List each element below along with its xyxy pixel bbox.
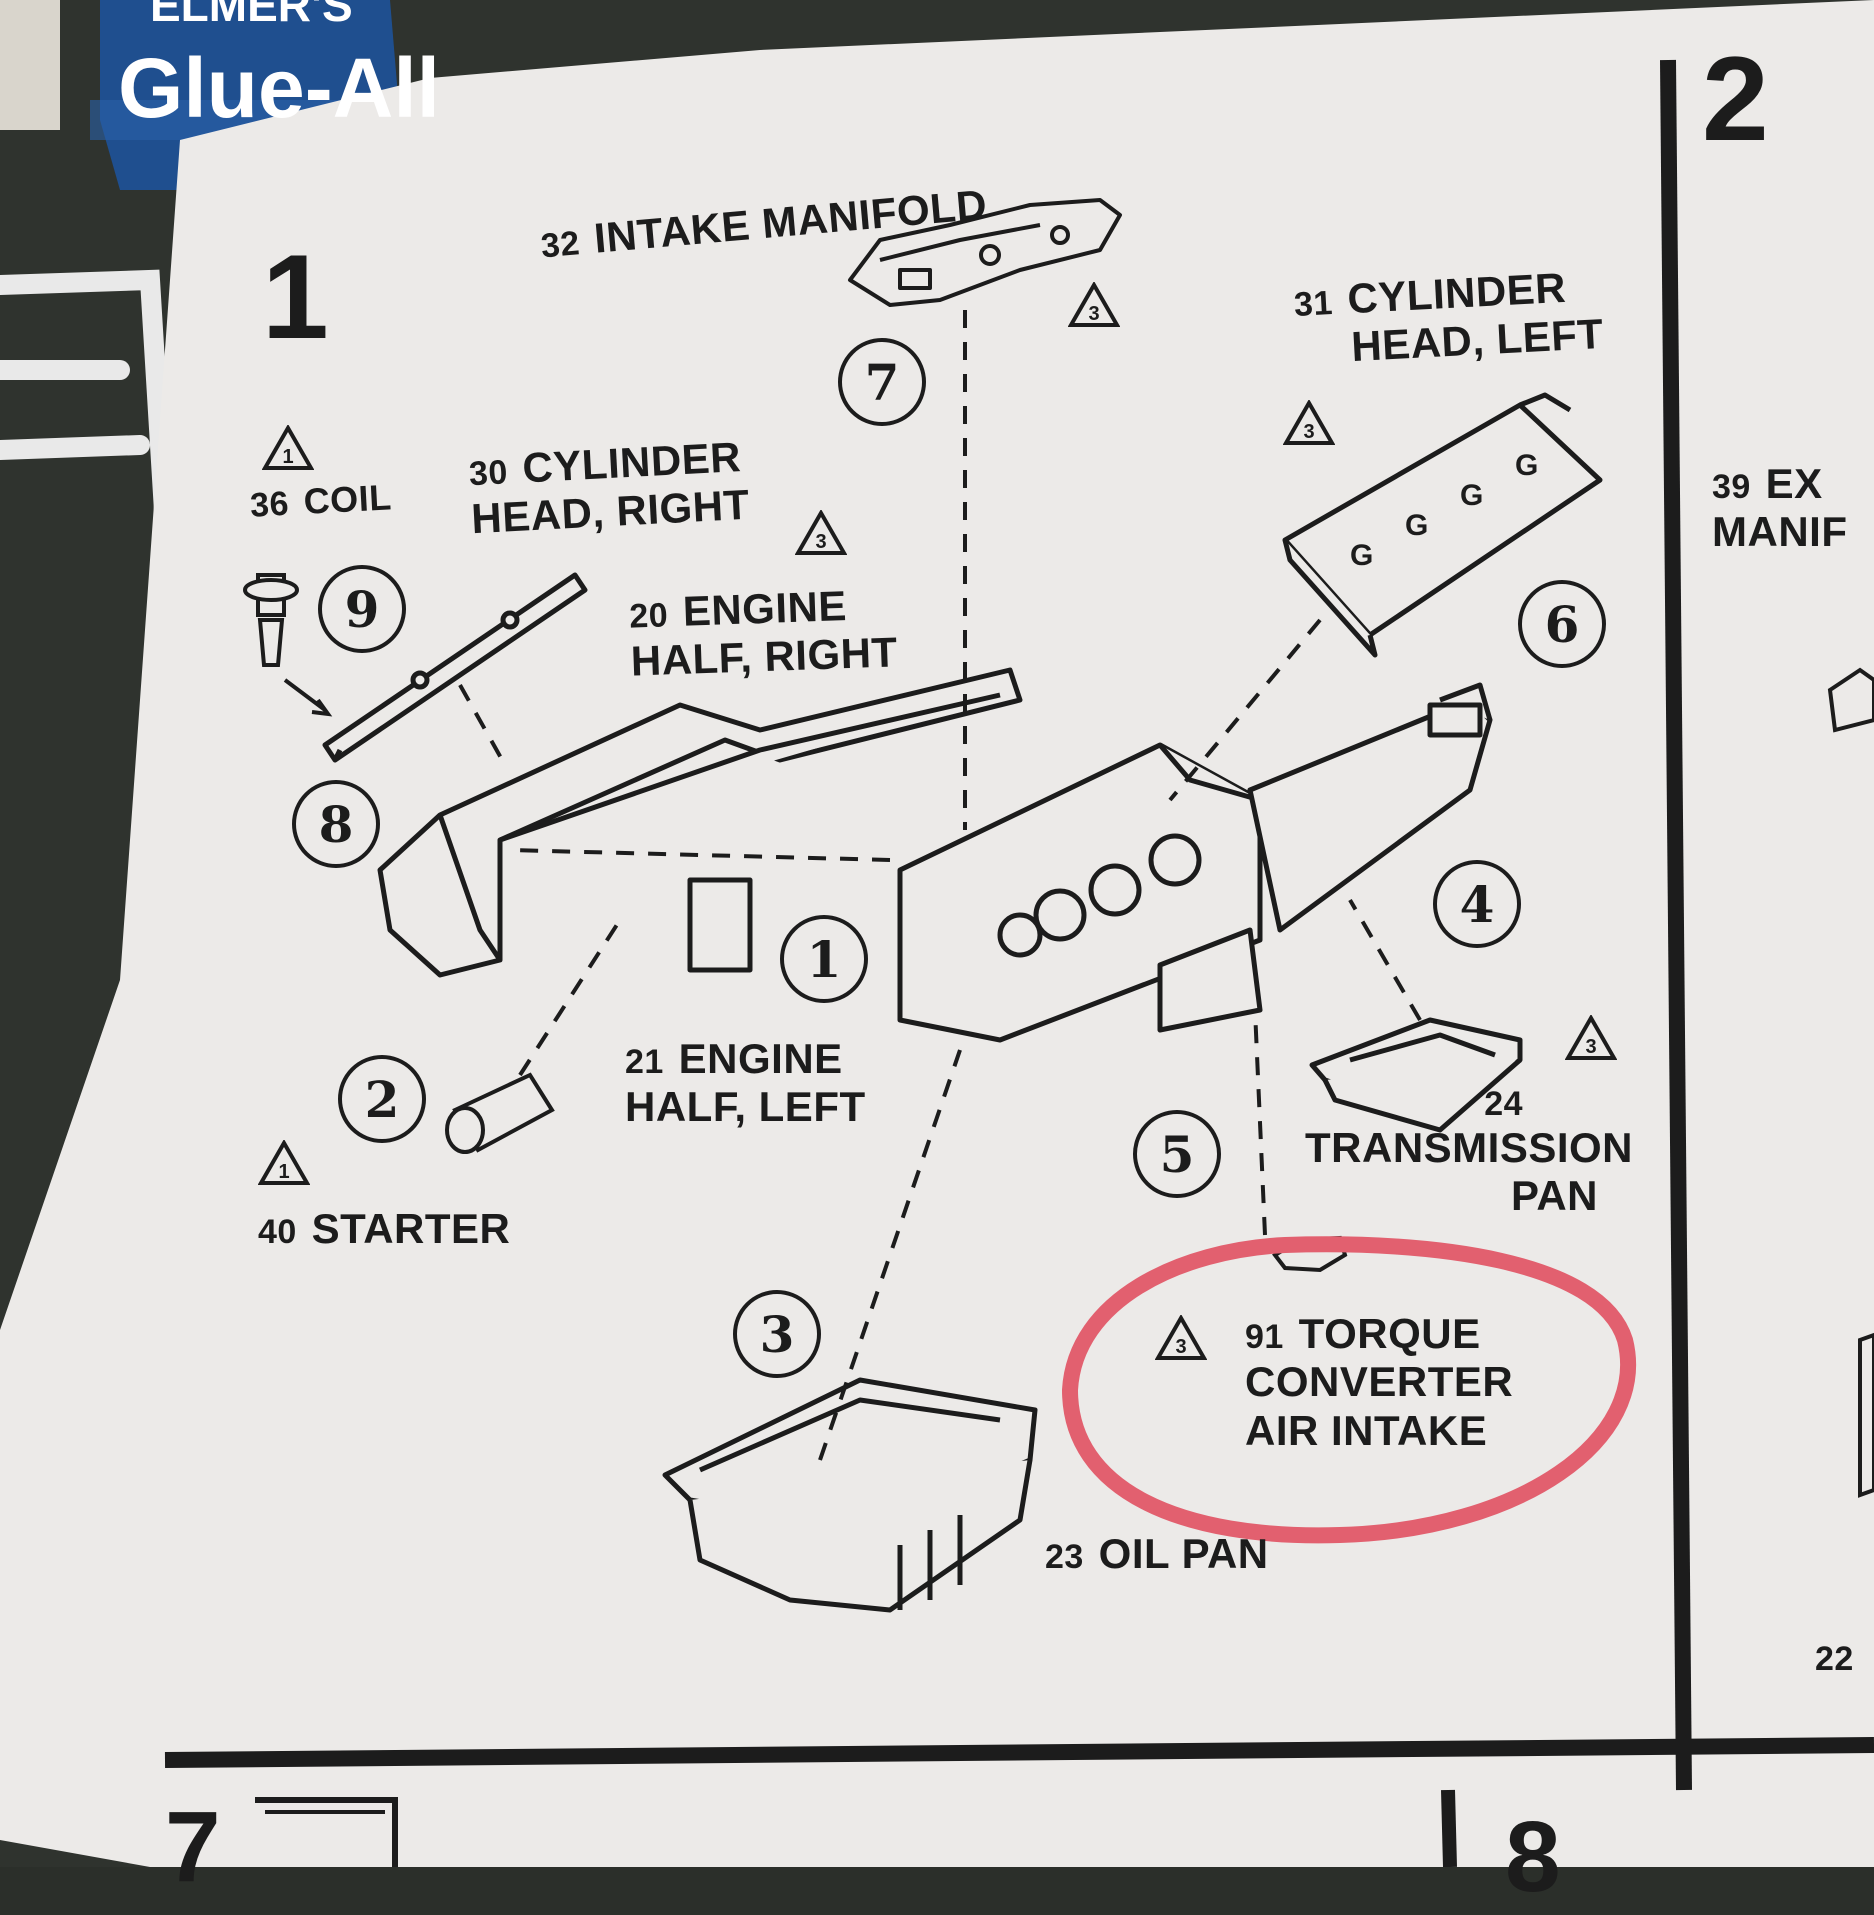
caution-level: 1 xyxy=(278,1161,290,1183)
starter-drawing xyxy=(445,1072,555,1154)
part-number: 20 xyxy=(628,596,669,636)
caution-triangle-cylinder-right: 3 xyxy=(794,508,848,556)
assembly-step-2: 2 xyxy=(338,1055,426,1143)
assembly-step-3: 3 xyxy=(733,1290,821,1378)
part-name-line2: PAN xyxy=(1510,1172,1599,1220)
step-number-1: 1 xyxy=(262,230,330,364)
part-number: 40 xyxy=(258,1213,297,1251)
label-engine-half-left: 21 ENGINE HALF, LEFT xyxy=(625,1035,866,1132)
caution-level: 3 xyxy=(1585,1036,1597,1058)
label-cylinder-head-right: 30 CYLINDER HEAD, RIGHT xyxy=(468,433,751,544)
assembly-step-5: 5 xyxy=(1133,1110,1221,1198)
part-name-line1: ENGINE xyxy=(678,1035,843,1082)
part-number: 21 xyxy=(625,1043,664,1081)
part-number: 91 xyxy=(1245,1318,1284,1356)
svg-text:G: G xyxy=(1460,479,1483,512)
oil-pan-drawing xyxy=(662,1377,1038,1613)
label-cylinder-head-left: 31 CYLINDER HEAD, LEFT xyxy=(1293,262,1605,375)
engine-block-drawing xyxy=(377,667,1493,1043)
coil-drawing xyxy=(243,573,299,667)
part-number: 23 xyxy=(1045,1538,1084,1576)
assembly-step-8: 8 xyxy=(292,780,380,868)
label-engine-half-right: 20 ENGINE HALF, RIGHT xyxy=(628,580,899,686)
svg-text:G: G xyxy=(1515,449,1538,482)
part-name-line3: AIR INTAKE xyxy=(1245,1406,1488,1454)
part-name: COIL xyxy=(302,476,393,522)
assembly-step-4: 4 xyxy=(1433,860,1521,948)
assembly-step-7: 7 xyxy=(838,338,926,426)
caution-level: 3 xyxy=(1175,1336,1187,1358)
glue-bottle-product: Glue-All xyxy=(118,41,441,135)
label-partial-22: 22 xyxy=(1815,1640,1854,1678)
part-number: 30 xyxy=(468,453,509,494)
part-number: 32 xyxy=(539,224,582,266)
assembly-step-9: 9 xyxy=(318,565,406,653)
cylinder-head-left-drawing: G G G G xyxy=(1282,392,1603,658)
part-name-line2: HALF, LEFT xyxy=(625,1083,866,1131)
part-name-line1: TRANSMISSION xyxy=(1305,1124,1634,1172)
glue-bottle-brand: ELMER'S xyxy=(150,0,353,31)
label-exhaust-manifold-partial: 39 EX MANIF xyxy=(1712,460,1847,557)
step-number-2: 2 xyxy=(1702,32,1770,166)
part-name-line1: TORQUE xyxy=(1298,1310,1481,1357)
triangle-icon xyxy=(257,1138,311,1185)
assembly-step-1: 1 xyxy=(780,915,868,1003)
label-torque-converter: 91 TORQUE CONVERTER AIR INTAKE xyxy=(1245,1310,1513,1455)
highlight-circle xyxy=(1061,1236,1637,1544)
label-transmission-pan: 24 TRANSMISSION PAN xyxy=(1305,1085,1633,1221)
triangle-icon xyxy=(261,423,315,470)
part-number: 39 xyxy=(1712,468,1751,506)
part-name-line2: HALF, RIGHT xyxy=(630,628,899,685)
triangle-icon xyxy=(1154,1313,1208,1360)
caution-triangle-intake: 3 xyxy=(1067,280,1121,328)
cylinder-head-right-drawing xyxy=(322,572,588,763)
caution-level: 3 xyxy=(1088,303,1100,325)
assembly-guide-lines xyxy=(458,310,1422,1461)
triangle-icon xyxy=(1067,280,1121,327)
caution-triangle-starter: 1 xyxy=(257,1138,311,1186)
part-name-line2: MANIF xyxy=(1712,508,1848,556)
caution-level: 3 xyxy=(815,531,827,553)
partial-right-drawings xyxy=(1827,667,1874,1498)
assembly-step-6: 6 xyxy=(1518,580,1606,668)
intake-manifold-drawing xyxy=(848,198,1122,307)
caution-triangle-cylinder-left: 3 xyxy=(1282,398,1336,446)
part-name: OIL PAN xyxy=(1098,1530,1269,1577)
caution-triangle-coil: 1 xyxy=(261,423,315,471)
svg-text:G: G xyxy=(1350,539,1373,572)
part-name-line2: CONVERTER xyxy=(1245,1358,1514,1406)
part-name: STARTER xyxy=(311,1205,511,1252)
caution-level: 3 xyxy=(1303,421,1315,443)
sheet-artwork: G G G G xyxy=(0,0,1874,1867)
svg-text:G: G xyxy=(1405,509,1428,542)
part-number: 36 xyxy=(249,484,290,525)
triangle-icon xyxy=(1282,398,1336,445)
caution-triangle-torque-converter: 3 xyxy=(1154,1313,1208,1361)
step-number-7: 7 xyxy=(165,1791,222,1903)
part-name-line1: ENGINE xyxy=(682,582,848,635)
part-number: 24 xyxy=(1484,1085,1524,1123)
part-number: 31 xyxy=(1293,284,1334,325)
transmission-pan-drawing xyxy=(1309,1017,1523,1133)
label-oil-pan: 23 OIL PAN xyxy=(1045,1530,1269,1578)
page-borders xyxy=(164,59,1874,1867)
caution-level: 1 xyxy=(282,446,294,468)
label-coil: 36 COIL xyxy=(249,476,393,525)
arrows xyxy=(283,678,333,717)
triangle-icon xyxy=(1564,1013,1618,1060)
triangle-icon xyxy=(794,508,848,555)
label-starter: 40 STARTER xyxy=(258,1205,510,1253)
step-number-8: 8 xyxy=(1505,1801,1562,1913)
part-name-line1: EX xyxy=(1765,460,1823,507)
caution-triangle-transmission-pan: 3 xyxy=(1564,1013,1618,1061)
